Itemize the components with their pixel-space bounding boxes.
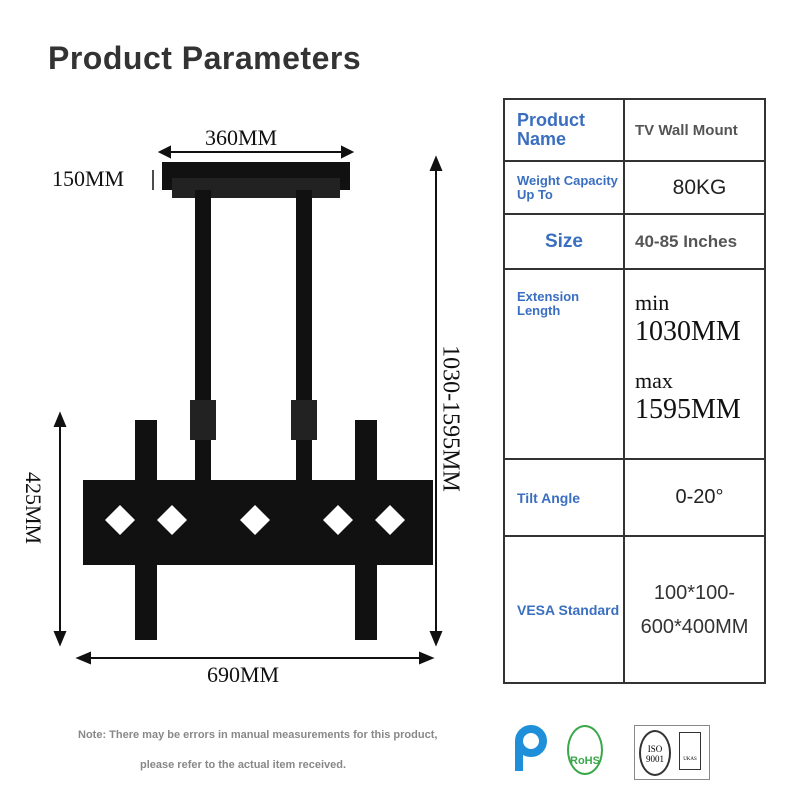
spec-label: Tilt Angle (503, 458, 625, 537)
spec-value: 100*100-600*400MM (623, 535, 766, 684)
max-label: max (635, 368, 673, 393)
spec-value: 0-20° (623, 458, 766, 537)
spec-value: min 1030MM max 1595MM (623, 268, 766, 460)
rohs-logo: RoHS (567, 725, 603, 775)
spec-label: Product Name (503, 98, 625, 162)
note-line-1: Note: There may be errors in manual meas… (78, 729, 438, 741)
plate-width-label: 690MM (207, 662, 280, 687)
cpc-logo (515, 725, 547, 773)
note-line-2: please refer to the actual item received… (140, 759, 347, 771)
top-depth-label: 150MM (52, 166, 125, 191)
min-value: 1030MM (635, 316, 741, 347)
height-range-label: 1030-1595MM (437, 345, 464, 492)
plate-height-label: 425MM (21, 471, 46, 545)
max-value: 1595MM (635, 394, 741, 425)
min-label: min (635, 290, 670, 315)
page-title: Product Parameters (48, 40, 362, 76)
spec-label: Extension Length (503, 268, 625, 460)
spec-value: TV Wall Mount (623, 98, 766, 162)
tv-mount-diagram (53, 145, 443, 665)
spec-label: Weight Capacity Up To (503, 160, 625, 215)
spec-label: VESA Standard (503, 535, 625, 684)
spec-value: 40-85 Inches (623, 213, 766, 270)
spec-value: 80KG (623, 160, 766, 215)
spec-label: Size (503, 213, 625, 270)
top-width-label: 360MM (205, 125, 278, 150)
